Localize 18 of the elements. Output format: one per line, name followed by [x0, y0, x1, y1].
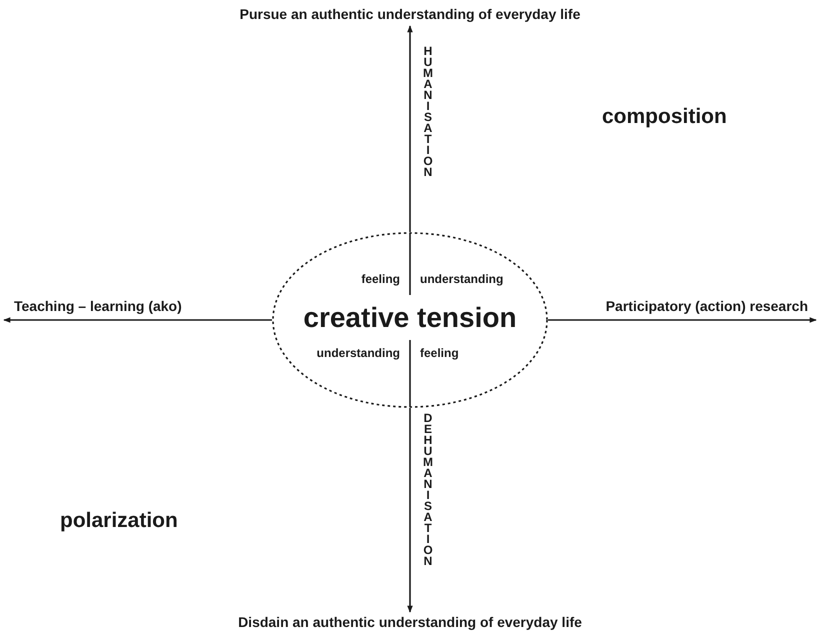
axis-end-label: Disdain an authentic understanding of everyday life	[238, 614, 582, 630]
arrow	[548, 317, 817, 323]
axis-label: HUMANISATION	[421, 44, 435, 176]
quadrant-label: understanding	[420, 272, 504, 286]
arrow	[407, 408, 413, 613]
axis-label: DEHUMANISATION	[421, 411, 435, 565]
quadrant-label: understanding	[316, 346, 400, 360]
quadrant-title: composition	[602, 105, 727, 130]
axis-end-label: Participatory (action) research	[606, 298, 808, 314]
quadrant-title: polarization	[60, 509, 178, 534]
center-title: creative tension	[303, 302, 517, 333]
arrow	[3, 317, 272, 323]
axis-end-label: Pursue an authentic understanding of everyday life	[240, 6, 580, 22]
quadrant-label: feeling	[361, 272, 400, 286]
arrow	[407, 25, 413, 232]
quadrant-label: feeling	[420, 346, 459, 360]
axis-end-label: Teaching – learning (ako)	[14, 298, 182, 314]
dashed-ellipse	[272, 232, 548, 408]
